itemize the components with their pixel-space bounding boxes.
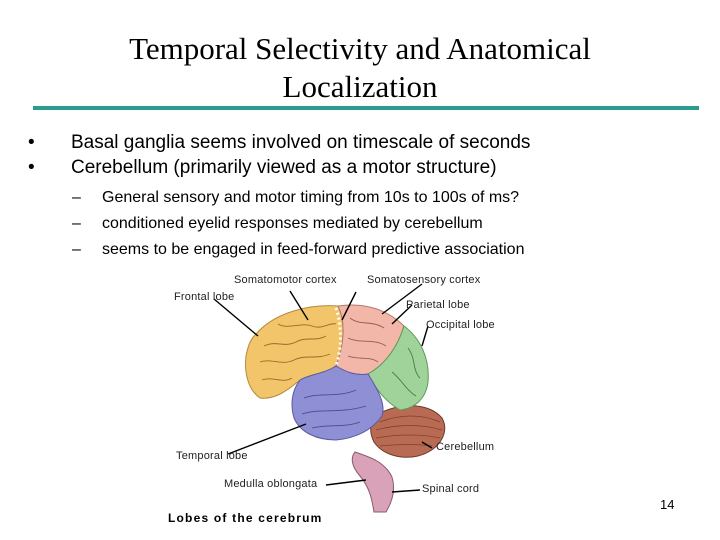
occipital-region — [367, 325, 429, 411]
page-number: 14 — [660, 497, 675, 512]
label-cerebellum: Cerebellum — [436, 441, 495, 453]
label-frontal-lobe: Frontal lobe — [174, 291, 235, 303]
sub-bullet-item: – seems to be engaged in feed-forward pr… — [28, 237, 688, 263]
bullet-mark: • — [28, 157, 35, 178]
label-medulla-oblongata: Medulla oblongata — [224, 478, 318, 490]
sub-bullet-text: conditioned eyelid responses mediated by… — [102, 215, 483, 232]
title-divider — [33, 106, 699, 110]
brain-diagram: Somatomotor cortex Somatosensory cortex … — [160, 262, 520, 532]
label-temporal-lobe: Temporal lobe — [176, 450, 248, 462]
label-spinal-cord: Spinal cord — [422, 483, 480, 495]
sub-bullet-item: – conditioned eyelid responses mediated … — [28, 211, 688, 237]
label-somatosensory-cortex: Somatosensory cortex — [367, 274, 481, 286]
bullet-list: • Basal ganglia seems involved on timesc… — [28, 130, 688, 263]
sub-bullet-item: – General sensory and motor timing from … — [28, 185, 688, 211]
sub-bullet-text: General sensory and motor timing from 10… — [102, 189, 520, 206]
bullet-item: • Cerebellum (primarily viewed as a moto… — [28, 155, 688, 180]
sub-bullet-text: seems to be engaged in feed-forward pred… — [102, 241, 525, 258]
temporal-region — [291, 365, 384, 441]
figure-caption: Lobes of the cerebrum — [168, 511, 323, 525]
sub-bullet-mark: – — [72, 215, 81, 232]
bullet-text: Basal ganglia seems involved on timescal… — [71, 132, 531, 153]
bullet-text: Cerebellum (primarily viewed as a motor … — [71, 157, 497, 178]
title-line-2: Localization — [282, 69, 438, 104]
sub-bullet-list: – General sensory and motor timing from … — [28, 185, 688, 263]
label-parietal-lobe: Parietal lobe — [406, 299, 470, 311]
sub-bullet-mark: – — [72, 241, 81, 258]
bullet-mark: • — [28, 132, 35, 153]
sub-bullet-mark: – — [72, 189, 81, 206]
brainstem-region — [351, 451, 395, 513]
bullet-item: • Basal ganglia seems involved on timesc… — [28, 130, 688, 155]
label-occipital-lobe: Occipital lobe — [426, 319, 495, 331]
label-somatomotor-cortex: Somatomotor cortex — [234, 274, 337, 286]
title-line-1: Temporal Selectivity and Anatomical — [129, 31, 591, 66]
brain-illustration — [213, 283, 446, 513]
slide-title: Temporal Selectivity and Anatomical Loca… — [0, 30, 720, 106]
